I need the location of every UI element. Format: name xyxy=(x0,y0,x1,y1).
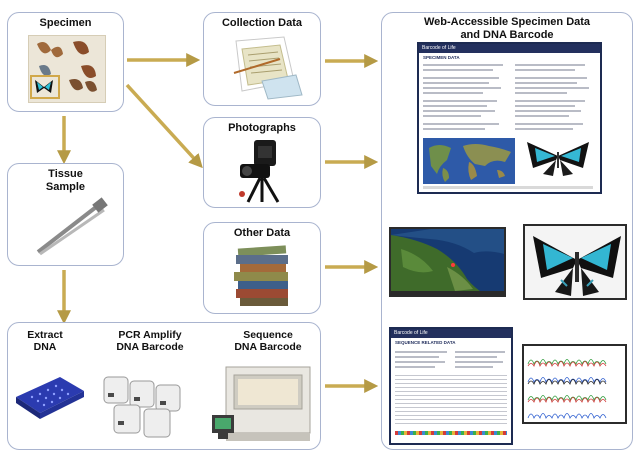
other-data-box: Other Data xyxy=(203,222,321,314)
forceps-icon xyxy=(36,197,108,256)
chromatogram-image xyxy=(527,359,607,420)
specimen-record-screenshot: Barcode of Life SPECIMEN DATA xyxy=(417,42,602,194)
record-site-name: Barcode of Life xyxy=(419,44,600,53)
trace-chromatogram-screenshot xyxy=(522,344,627,424)
field-notebook-icon xyxy=(233,36,303,100)
arrow-specimen-to-photographs xyxy=(125,83,203,169)
butterfly-thumbnail-icon xyxy=(527,142,589,176)
book-stack-icon xyxy=(234,245,288,306)
world-map-thumbnail xyxy=(423,138,515,184)
dna-sequencer-icon xyxy=(212,366,311,441)
collection-title: Collection Data xyxy=(221,17,303,29)
photographs-box: Photographs xyxy=(203,117,321,208)
satellite-map-image xyxy=(391,229,504,295)
specimen-photo-screenshot xyxy=(523,224,627,300)
web-data-title: Web-Accessible Specimen Data and DNA Bar… xyxy=(423,16,591,41)
sequence-barcode-label: Sequence DNA Barcode xyxy=(234,329,302,353)
moth-butterfly-icon xyxy=(30,41,97,99)
dna-plate-icon xyxy=(16,377,84,419)
other-data-title: Other Data xyxy=(233,227,291,239)
sequence-site-name: Barcode of Life xyxy=(391,329,511,338)
collection-data-box: Collection Data xyxy=(203,12,321,106)
specimen-drawer-image xyxy=(28,35,106,103)
pcr-amplify-label: PCR Amplify DNA Barcode xyxy=(116,329,184,353)
sequence-heading: SEQUENCE RELATED DATA xyxy=(395,340,456,345)
camera-on-tripod-icon xyxy=(239,140,280,203)
tissue-title: Tissue Sample xyxy=(45,168,86,193)
specimen-box: Specimen xyxy=(7,12,124,112)
photographs-title: Photographs xyxy=(228,122,296,134)
lab-processing-box: Extract DNA PCR Amplify DNA Barcode Sequ… xyxy=(7,322,321,450)
butterfly-photo-icon xyxy=(533,236,621,296)
barcode-strip xyxy=(395,431,507,435)
thermal-cycler-icon xyxy=(103,376,181,438)
specimen-title: Specimen xyxy=(39,17,92,29)
sequence-data-screenshot: Barcode of Life SEQUENCE RELATED DATA xyxy=(389,327,513,445)
extract-dna-label: Extract DNA xyxy=(27,329,63,353)
record-heading: SPECIMEN DATA xyxy=(423,55,460,60)
collection-map-screenshot xyxy=(389,227,506,297)
sequence-text-block xyxy=(395,375,507,427)
tissue-sample-box: Tissue Sample xyxy=(7,163,124,266)
